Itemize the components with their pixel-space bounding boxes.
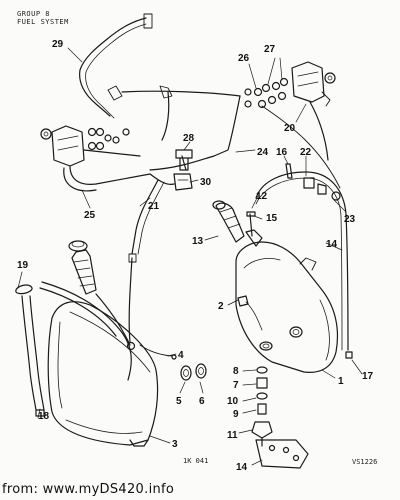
callout-9: 9 xyxy=(233,409,239,420)
callout-18: 18 xyxy=(38,411,50,422)
callout-8: 8 xyxy=(233,366,239,377)
callout-21: 21 xyxy=(148,201,160,212)
callout-7: 7 xyxy=(233,380,239,391)
callout-6: 6 xyxy=(199,396,205,407)
system-title: FUEL SYSTEM xyxy=(17,18,69,26)
right-fuel-tank xyxy=(212,200,353,373)
callout-28: 28 xyxy=(183,133,195,144)
callout-23: 23 xyxy=(344,214,356,225)
callout-25: 25 xyxy=(84,210,96,221)
callout-15: 15 xyxy=(266,213,278,224)
left-fuel-tank xyxy=(39,240,177,447)
callout-13: 13 xyxy=(192,236,204,247)
right-return-hose xyxy=(255,171,349,351)
source-watermark: from: www.myDS420.info xyxy=(2,482,175,497)
callout-17: 17 xyxy=(362,371,374,382)
callout-5: 5 xyxy=(176,396,182,407)
reference-code: VS1226 xyxy=(352,458,378,466)
drawing-code: 1K 041 xyxy=(183,457,209,465)
left-fuel-pump xyxy=(40,125,141,167)
left-grommets xyxy=(180,363,207,381)
callout-numbers: 29 27 26 20 28 24 30 21 25 16 22 23 12 1… xyxy=(17,39,374,473)
callout-20: 20 xyxy=(284,123,296,134)
callout-2: 2 xyxy=(218,301,224,312)
left-breather-hose xyxy=(15,284,45,417)
callout-24: 24 xyxy=(257,147,269,158)
fuel-pipework xyxy=(63,13,341,255)
callout-22: 22 xyxy=(300,147,312,158)
callout-4: 4 xyxy=(178,350,184,361)
drain-valve-stack xyxy=(251,366,309,469)
callout-29: 29 xyxy=(52,39,64,50)
callout-3: 3 xyxy=(172,439,178,450)
callout-16: 16 xyxy=(276,147,288,158)
callout-12: 12 xyxy=(256,191,268,202)
callout-1: 1 xyxy=(338,376,344,387)
callout-27: 27 xyxy=(264,44,276,55)
leader-lines xyxy=(17,47,363,466)
callout-10: 10 xyxy=(227,396,239,407)
callout-14-upper: 14 xyxy=(326,239,338,250)
group-title: GROUP 8 xyxy=(17,10,51,18)
callout-19: 19 xyxy=(17,260,29,271)
callout-14-lower: 14 xyxy=(236,462,248,473)
callout-30: 30 xyxy=(200,177,212,188)
callout-11: 11 xyxy=(227,430,238,441)
right-fuel-pump xyxy=(244,61,336,109)
callout-26: 26 xyxy=(238,53,250,64)
